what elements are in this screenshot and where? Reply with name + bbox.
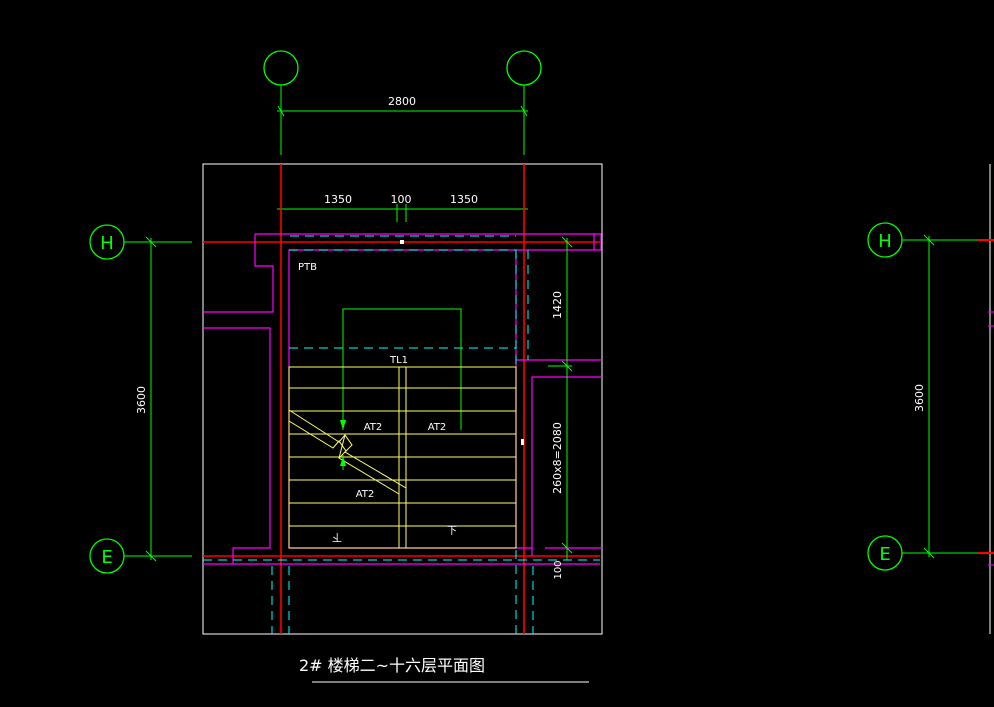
dim-text-flight-length: 260x8=2080 [551,422,564,494]
dim-height-left: 3600 [135,236,157,562]
walk-arrows [340,420,346,466]
grid-label-right-e: E [879,544,890,565]
hidden-lines [203,235,600,634]
label-flight-upper-left: AT2 [364,422,383,433]
label-platform-slab: PTB [298,262,317,273]
dim-text-overall-width: 2800 [388,95,416,108]
wall-outlines [203,233,602,565]
slab-arrow-path [342,308,462,470]
grid-bubble-right-h: H [867,222,980,258]
dim-text-height-left: 3600 [135,386,148,414]
dim-text-height-right: 3600 [913,384,926,412]
label-beam: TL1 [389,355,408,366]
dim-height-right: 3600 [913,234,935,559]
grid-label-left-h: H [100,233,114,254]
drawing-frame [202,163,603,635]
dim-text-segment-left: 1350 [324,193,352,206]
grid-bubble-top-left [263,50,299,155]
grid-bubble-left-h: H [89,224,192,260]
right-plan-stubs [978,239,994,566]
grid-bubble-top-right [506,50,542,155]
label-flight-lower-left: AT2 [356,489,375,500]
grid-bubble-left-e: E [89,538,192,574]
grid-label-left-e: E [101,547,112,568]
grid-label-right-h: H [878,231,892,252]
dim-segments: 1350 100 1350 [277,193,528,222]
dim-right-column: 1420 260x8=2080 100 [548,236,573,580]
dim-text-segment-right: 1350 [450,193,478,206]
wall-tick-marks [400,240,524,445]
stair-flights [288,366,517,549]
grid-bubble-right-e: E [867,535,980,571]
dim-overall-width: 2800 [277,95,528,117]
dim-text-segment-mid: 100 [391,193,412,206]
dim-text-bottom-gap: 100 [553,560,564,579]
label-flight-upper-right: AT2 [428,422,447,433]
label-arrow-right: 下 [447,526,457,537]
label-arrow-left: 下 [332,531,342,542]
drawing-title: 2# 楼梯二~十六层平面图 [299,656,485,675]
dim-text-landing-depth: 1420 [551,291,564,319]
